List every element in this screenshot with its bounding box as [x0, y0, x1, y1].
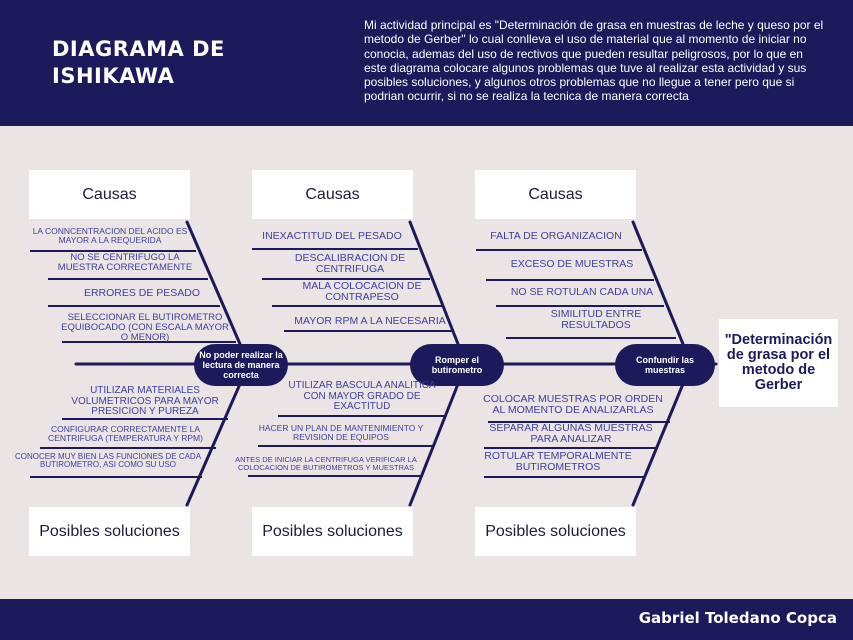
intro-paragraph: Mi actividad principal es "Determinación…	[364, 18, 824, 104]
problem-node-3: Confundir las muestras	[615, 344, 715, 386]
author-name: Gabriel Toledano Copca	[638, 609, 837, 627]
rib-top-3	[631, 220, 685, 346]
solutions-box-1: Posibles soluciones	[29, 507, 190, 556]
cause-item: DESCALIBRACION DE CENTRIFUGA	[294, 252, 406, 276]
footer-banner: Gabriel Toledano Copca	[0, 599, 853, 640]
cause-item: NO SE CENTRIFUGO LA MUESTRA CORRECTAMENT…	[57, 252, 193, 273]
solutions-box-3: Posibles soluciones	[475, 507, 636, 556]
rib-top-2	[408, 220, 460, 346]
cause-item: LA CONNCENTRACION DEL ACIDO ES MAYOR A L…	[32, 226, 188, 245]
rib-bottom-2	[408, 382, 460, 507]
cause-item: FALTA DE ORGANIZACION	[490, 230, 622, 242]
cause-item: MAYOR RPM A LA NECESARIA	[294, 315, 446, 327]
rib-bottom-1	[185, 382, 242, 507]
problem-node-2: Romper el butirometro	[410, 344, 504, 386]
cause-item: NO SE ROTULAN CADA UNA	[510, 286, 654, 298]
solution-item: UTILIZAR MATERIALES VOLUMETRICOS PARA MA…	[71, 385, 219, 417]
cause-item: EXCESO DE MUESTRAS	[510, 258, 634, 270]
solution-item: SEPARAR ALGUNAS MUESTRAS PARA ANALIZAR	[489, 422, 653, 446]
solutions-box-2: Posibles soluciones	[252, 507, 413, 556]
cause-item: SELECCIONAR EL BUTIROMETRO EQUIBOCADO (C…	[61, 312, 229, 343]
solution-item: CONFIGURAR CORRECTAMENTE LA CENTRIFUGA (…	[48, 424, 203, 443]
cause-item: SIMILITUD ENTRE RESULTADOS	[550, 308, 642, 332]
causes-box-1: Causas	[29, 170, 190, 219]
rib-top-1	[185, 220, 242, 346]
solution-item: CONOCER MUY BIEN LAS FUNCIONES DE CADA B…	[14, 452, 202, 470]
page-title: DIAGRAMA DE ISHIKAWA	[52, 37, 225, 88]
solution-item: ANTES DE INICIAR LA CENTRIFUGA VERIFICAR…	[235, 455, 417, 472]
cause-item: MALA COLOCACION DE CONTRAPESO	[302, 280, 422, 304]
effect-box: "Determinación de grasa por el metodo de…	[719, 319, 838, 407]
causes-box-3: Causas	[475, 170, 636, 219]
solution-item: COLOCAR MUESTRAS POR ORDEN AL MOMENTO DE…	[483, 393, 663, 417]
problem-node-1: No poder realizar la lectura de manera c…	[194, 344, 288, 386]
solution-item: UTILIZAR BASCULA ANALITICA CON MAYOR GRA…	[288, 380, 436, 412]
rib-bottom-3	[631, 382, 685, 507]
solution-item: HACER UN PLAN DE MANTENIMIENTO Y REVISIO…	[258, 423, 424, 442]
solution-item: ROTULAR TEMPORALMENTE BUTIROMETROS	[484, 450, 632, 474]
cause-item: INEXACTITUD DEL PESADO	[262, 230, 402, 242]
header-banner: DIAGRAMA DE ISHIKAWA Mi actividad princi…	[0, 0, 853, 126]
causes-box-2: Causas	[252, 170, 413, 219]
cause-item: ERRORES DE PESADO	[83, 287, 201, 299]
